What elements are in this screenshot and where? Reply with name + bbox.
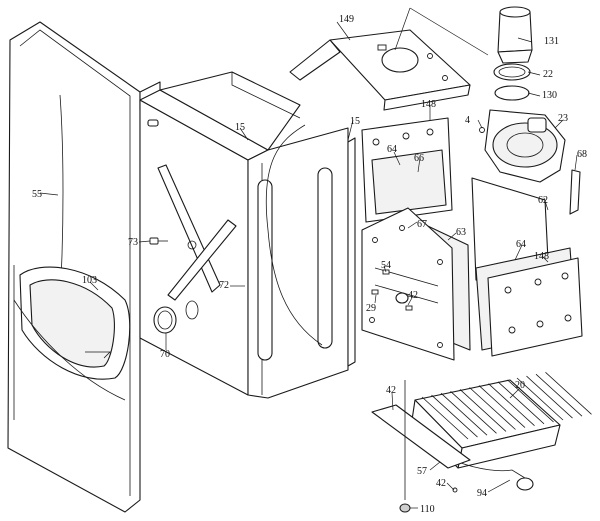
callout-64-upper: 64 xyxy=(387,144,397,155)
top-bracket xyxy=(289,29,471,111)
heat-exchanger-fin xyxy=(507,379,554,423)
heat-exchanger-fin xyxy=(431,394,478,438)
leader-lines xyxy=(39,7,578,509)
callout-4: 4 xyxy=(465,115,470,126)
heat-exchanger-fin xyxy=(421,396,469,440)
callout-148-lower: 148 xyxy=(534,251,549,262)
heat-exchanger-fin xyxy=(450,391,497,434)
heat-exchanger-fin xyxy=(526,375,573,419)
callout-42-mid: 42 xyxy=(386,385,396,396)
callout-131: 131 xyxy=(544,36,559,47)
callout-130: 130 xyxy=(542,90,557,101)
heat-exchanger xyxy=(411,372,592,491)
flue-pipe xyxy=(493,6,533,101)
nut-110 xyxy=(399,380,411,513)
callout-110: 110 xyxy=(420,504,435,515)
callout-42-lower: 42 xyxy=(436,478,446,489)
callout-22: 22 xyxy=(543,69,553,80)
heat-exchanger-fin xyxy=(459,389,507,432)
gasket-cord xyxy=(265,124,323,346)
screw-4 xyxy=(479,127,485,133)
callout-57: 57 xyxy=(417,466,427,477)
callout-15-left: 15 xyxy=(235,122,245,133)
window-frame xyxy=(13,266,131,401)
chamber-side-plate xyxy=(361,207,471,361)
callout-63: 63 xyxy=(456,227,466,238)
heat-exchanger-fin xyxy=(516,377,564,421)
callout-54: 54 xyxy=(381,260,391,271)
callout-23: 23 xyxy=(558,113,568,124)
back-frame xyxy=(139,71,349,399)
heat-exchanger-fin xyxy=(488,383,535,426)
outer-casing xyxy=(7,21,161,513)
callout-149: 149 xyxy=(339,14,354,25)
heat-exchanger-fin xyxy=(478,385,526,428)
callout-68: 68 xyxy=(577,149,587,160)
callout-73: 73 xyxy=(128,237,138,248)
callout-15-right: 15 xyxy=(350,116,360,127)
callout-103: 103 xyxy=(82,275,97,286)
heat-exchanger-fin xyxy=(545,372,592,415)
callout-labels: 149 131 22 130 148 4 23 15 15 64 66 68 5… xyxy=(32,14,587,515)
heat-exchanger-fin xyxy=(469,387,516,430)
heat-exchanger-fin xyxy=(497,381,545,425)
callout-148-upper: 148 xyxy=(421,99,436,110)
callout-29: 29 xyxy=(366,303,376,314)
burner-rail xyxy=(371,404,471,469)
callout-42-upper: 42 xyxy=(408,290,418,301)
heat-exchanger-fin xyxy=(535,373,583,417)
callout-72: 72 xyxy=(219,280,229,291)
callout-70: 70 xyxy=(160,349,170,360)
lower-insulation-panel xyxy=(475,247,583,357)
callout-66: 66 xyxy=(414,153,424,164)
callout-55: 55 xyxy=(32,189,42,200)
fan-unit xyxy=(484,109,581,215)
callout-64-lower: 64 xyxy=(516,239,526,250)
callout-62: 62 xyxy=(538,195,548,206)
side-strip xyxy=(347,137,356,367)
heat-exchanger-fin xyxy=(440,392,488,436)
callout-67: 67 xyxy=(417,219,427,230)
upper-insulation-panel xyxy=(361,117,453,223)
callout-20: 20 xyxy=(515,380,525,391)
screw-42c xyxy=(452,487,458,493)
callout-94: 94 xyxy=(477,488,487,499)
